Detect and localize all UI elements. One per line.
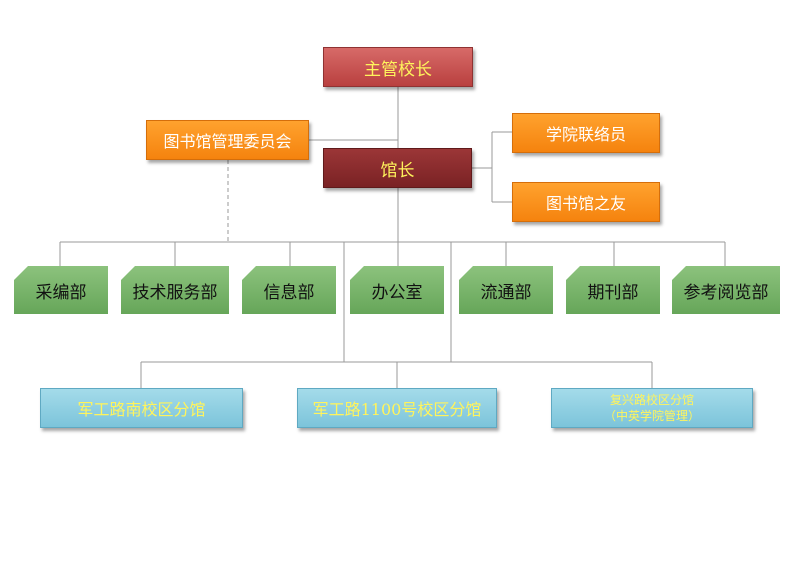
- node-department-label: 信息部: [263, 282, 315, 303]
- node-department-4: 办公室: [350, 266, 444, 314]
- node-department-6: 期刊部: [566, 266, 660, 314]
- node-branch-label: 军工路南校区分馆: [77, 400, 206, 419]
- node-department-label: 流通部: [480, 282, 532, 303]
- node-director-label: 馆长: [380, 160, 415, 181]
- node-department-3: 信息部: [242, 266, 336, 314]
- node-committee: 图书馆管理委员会: [146, 120, 309, 160]
- node-department-label: 采编部: [35, 282, 87, 303]
- node-department-5: 流通部: [459, 266, 553, 314]
- node-branch-3: 复兴路校区分馆 （中英学院管理）: [551, 388, 753, 428]
- node-branch-sublabel: （中英学院管理）: [603, 409, 700, 423]
- node-department-label: 期刊部: [587, 282, 639, 303]
- node-department-label: 技术服务部: [132, 282, 218, 303]
- node-branch-label: 复兴路校区分馆: [609, 393, 694, 407]
- node-advisor-label: 学院联络员: [545, 125, 626, 144]
- node-department-7: 参考阅览部: [672, 266, 780, 314]
- node-top-label: 主管校长: [364, 59, 432, 80]
- node-department-label: 参考阅览部: [683, 282, 769, 303]
- node-department-2: 技术服务部: [121, 266, 229, 314]
- node-branch-2: 军工路1100号校区分馆: [297, 388, 497, 428]
- node-top: 主管校长: [323, 47, 473, 87]
- node-advisor-2: 图书馆之友: [512, 182, 660, 222]
- node-department-label: 办公室: [371, 282, 423, 303]
- node-branch-label: 军工路1100号校区分馆: [312, 400, 482, 419]
- node-advisor-label: 图书馆之友: [545, 194, 626, 213]
- node-advisor-1: 学院联络员: [512, 113, 660, 153]
- node-director: 馆长: [323, 148, 472, 188]
- node-committee-label: 图书馆管理委员会: [163, 132, 292, 151]
- node-branch-text: 复兴路校区分馆 （中英学院管理）: [604, 392, 700, 424]
- node-branch-1: 军工路南校区分馆: [40, 388, 243, 428]
- node-department-1: 采编部: [14, 266, 108, 314]
